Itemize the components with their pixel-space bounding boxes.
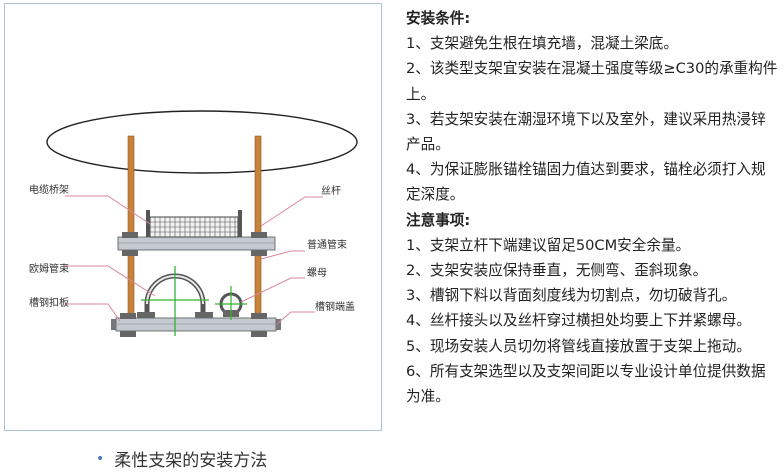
installation-diagram: 电缆桥架 丝杆 普通管束 欧姆管束 螺母 槽钢扣板 槽钢端盖 — [4, 3, 382, 431]
label-threaded-rod: 丝杆 — [321, 185, 341, 197]
ceiling-ellipse — [46, 110, 358, 174]
notes-item: 2、支架安装应保持垂直，无侧弯、歪斜现象。 — [406, 262, 708, 280]
notes-item: 5、现场安装人员切勿将管线直接放置于支架上拖动。 — [406, 337, 751, 355]
installation-item: 1、支架避免生根在填充墙，混凝土梁底。 — [406, 35, 678, 53]
notes-item: 4、丝杆接头以及丝杆穿过横担处均要上下并紧螺母。 — [406, 312, 751, 330]
figure-caption: • 柔性支架的安装方法 — [96, 446, 268, 472]
lower-channel-crossarm — [111, 313, 281, 337]
installation-item: 4、为保证膨胀锚栓锚固力值达到要求，锚栓必须打入规定深度。 — [406, 161, 766, 204]
notes-heading: 注意事项: — [406, 211, 471, 229]
upper-channel-crossarm — [117, 232, 276, 256]
normal-clamp — [215, 286, 247, 320]
label-channel-plate: 槽钢扣板 — [29, 296, 69, 309]
label-normal-clamp: 普通管束 — [307, 238, 347, 251]
label-channel-cap: 槽钢端盖 — [315, 300, 355, 313]
label-omega-clamp: 欧姆管束 — [29, 262, 69, 275]
label-nut: 螺母 — [307, 267, 327, 279]
caption-text: 柔性支架的安装方法 — [114, 451, 268, 471]
instructions-panel: 安装条件: 1、支架避免生根在填充墙，混凝土梁底。 2、该类型支架宜安装在混凝土… — [406, 6, 778, 409]
installation-item: 3、若支架安装在潮湿环境下以及室外，建议采用热浸锌产品。 — [406, 110, 766, 154]
installation-heading: 安装条件: — [406, 10, 471, 27]
notes-item: 6、所有支架选型以及支架间距以专业设计单位提供数据为准。 — [406, 362, 766, 406]
label-cable-tray: 电缆桥架 — [29, 183, 69, 196]
caption-bullet: • — [96, 450, 105, 467]
notes-item: 1、支架立杆下端建议留足50CM安全余量。 — [406, 236, 691, 254]
cable-tray — [146, 210, 242, 238]
support-drawing: 电缆桥架 丝杆 普通管束 欧姆管束 螺母 槽钢扣板 槽钢端盖 — [29, 110, 358, 337]
notes-item: 3、槽钢下料以背面刻度线为切割点，勿切破背孔。 — [406, 287, 737, 305]
installation-item: 2、该类型支架宜安装在混凝土强度等级≥C30的承重构件上。 — [406, 60, 778, 103]
leader-lines — [65, 195, 323, 325]
